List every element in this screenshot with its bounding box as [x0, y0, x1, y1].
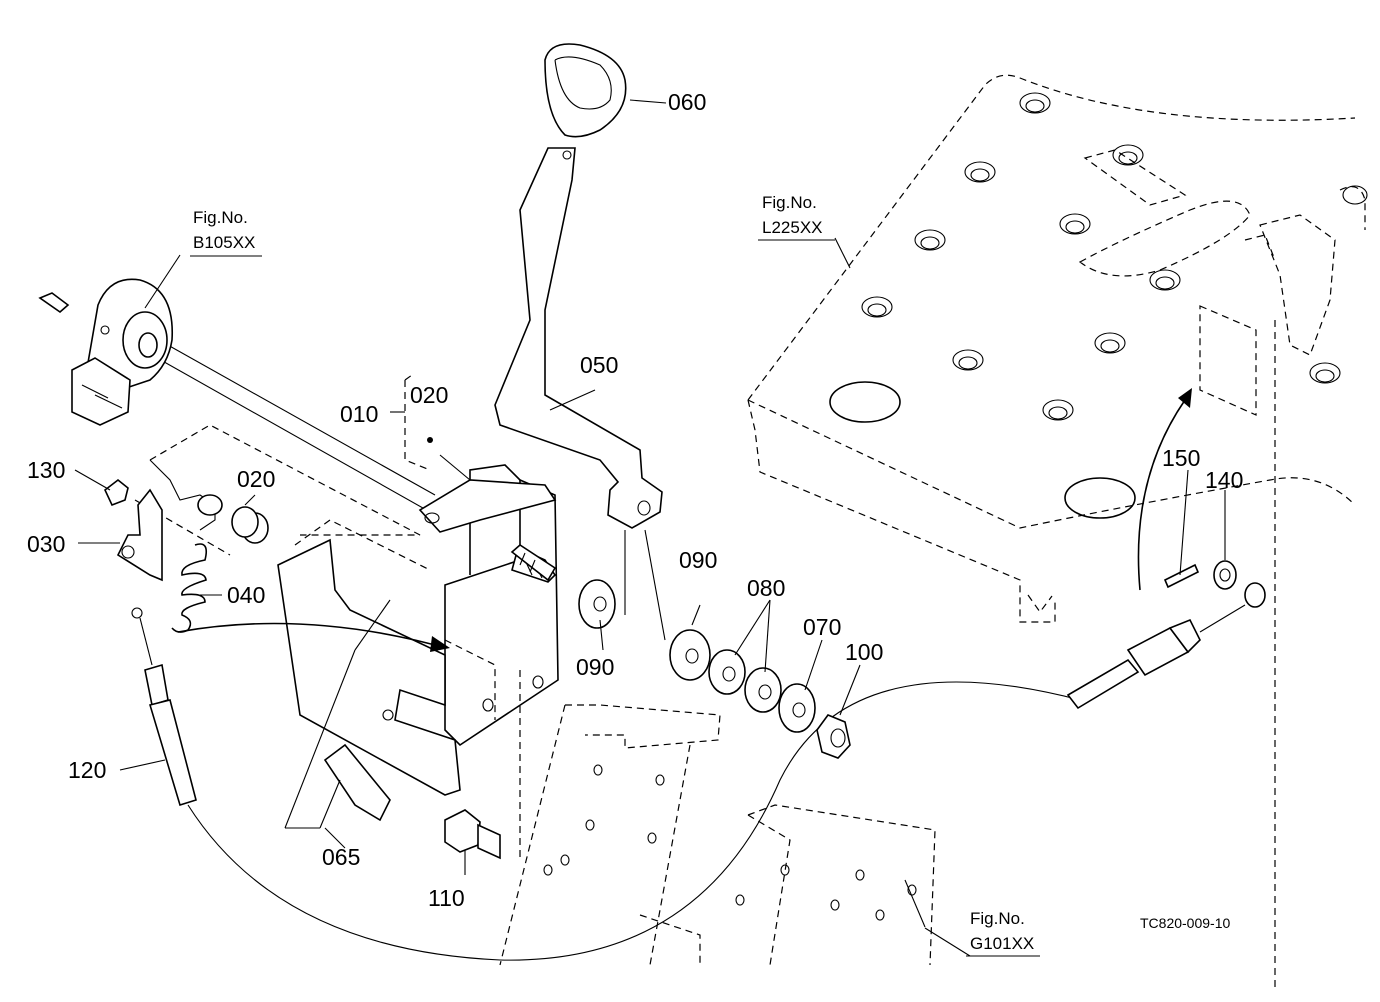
label-040: 040: [227, 582, 265, 608]
label-090-left: 090: [576, 654, 614, 680]
label-090-right: 090: [679, 547, 717, 573]
floor-holes: [829, 92, 1368, 519]
fig-ref-b105-number: B105XX: [193, 233, 255, 252]
label-100: 100: [845, 639, 883, 665]
label-060: 060: [668, 89, 706, 115]
fig-ref-l225: Fig.No. L225XX: [758, 193, 835, 241]
label-070: 070: [803, 614, 841, 640]
label-120: 120: [68, 757, 106, 783]
label-080: 080: [747, 575, 785, 601]
label-130: 130: [27, 457, 65, 483]
fig-ref-g101: Fig.No. G101XX: [924, 909, 1040, 957]
label-150: 150: [1162, 445, 1200, 471]
label-065: 065: [322, 844, 360, 870]
figure-code: TC820-009-10: [1140, 915, 1230, 931]
label-050: 050: [580, 352, 618, 378]
fig-ref-l225-number: L225XX: [762, 218, 823, 237]
fig-ref-l225-title: Fig.No.: [762, 193, 817, 212]
label-030: 030: [27, 531, 65, 557]
throttle-sensor: [38, 278, 173, 426]
pad-065: [323, 743, 391, 822]
label-020-collar: 020: [237, 466, 275, 492]
fig-ref-g101-title: Fig.No.: [970, 909, 1025, 928]
fig-ref-b105: Fig.No. B105XX: [190, 208, 262, 257]
fig-ref-g101-number: G101XX: [970, 934, 1034, 953]
control-bracket: [277, 464, 559, 860]
throttle-rod: [134, 334, 436, 571]
leader-lines: [74, 99, 1226, 928]
fig-ref-b105-title: Fig.No.: [193, 208, 248, 227]
floor-platform: [747, 74, 1366, 990]
throttle-lever: [494, 43, 663, 529]
label-140: 140: [1205, 467, 1243, 493]
part-labels: 010 020 020 030 040 050 060 065 070 080 …: [27, 89, 1243, 911]
hardware-parts: [104, 459, 1266, 961]
label-010: 010: [340, 401, 378, 427]
lower-frame: [499, 704, 936, 966]
label-110: 110: [428, 885, 465, 911]
label-020-upper: 020: [410, 382, 448, 408]
